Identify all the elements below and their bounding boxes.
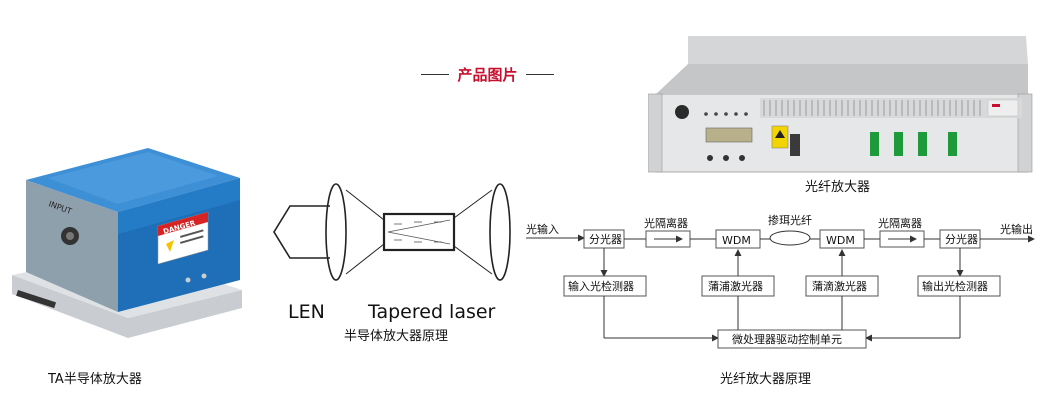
tapered-laser-label: Tapered laser <box>367 301 496 323</box>
doped-fiber-label: 掺珥光纤 <box>768 213 812 227</box>
section-title-text: 产品图片 <box>457 65 518 84</box>
fiber-principle-caption: 光纤放大器原理 <box>720 372 812 387</box>
vent-grille <box>760 98 1022 118</box>
optical-output-label: 光输出 <box>1000 222 1033 236</box>
optical-input-label: 光输入 <box>526 222 559 236</box>
output-detector-box <box>917 275 1001 297</box>
left-lens <box>325 183 347 281</box>
input-detector-label: 输入光检测器 <box>568 279 634 293</box>
doped-fiber-coil <box>769 230 811 246</box>
splitter-out-label: 分光器 <box>945 232 978 246</box>
chassis-top <box>688 36 1028 64</box>
ta-base-slot <box>16 290 57 309</box>
ta-front-face <box>26 180 118 312</box>
isolator-in-label: 光隔离器 <box>644 216 688 230</box>
semiconductor-principle-diagram: LEN Tapered laser 半导体放大器原理 <box>273 183 511 344</box>
lcd-display <box>705 127 753 143</box>
brand-logo <box>987 99 1019 117</box>
ta-amplifier-image: INPUT DANGER <box>12 148 242 338</box>
input-detector-box <box>563 275 647 297</box>
title-right-rule <box>525 73 554 75</box>
tapered-laser-chip <box>382 212 456 252</box>
semiconductor-principle-caption: 半导体放大器原理 <box>344 329 448 344</box>
controller-box <box>717 329 867 349</box>
len-label: LEN <box>288 301 325 323</box>
fiber-tip <box>273 205 330 259</box>
splitter-in-label: 分光器 <box>589 232 622 246</box>
pump-laser-1-label: 蒲浦激光器 <box>708 279 763 293</box>
output-detector-label: 输出光检测器 <box>922 279 988 293</box>
fiber-amplifier-image <box>648 36 1033 173</box>
ta-caption: TA半导体放大器 <box>48 372 142 387</box>
fiber-amplifier-caption: 光纤放大器 <box>805 180 871 195</box>
isolator-out-label: 光隔离器 <box>878 216 922 230</box>
pump-laser-2-label: 蒲滴激光器 <box>812 279 867 293</box>
key-switch-icon <box>675 105 689 119</box>
status-leds <box>704 112 748 116</box>
ta-base-plate <box>12 275 242 338</box>
fiber-ports <box>790 132 957 156</box>
wdm-1-label: WDM <box>722 234 751 247</box>
right-lens <box>489 183 511 281</box>
wdm-2-label: WDM <box>826 234 855 247</box>
panel-button <box>707 155 713 161</box>
fiber-principle-diagram: 光输入 分光器 光隔离器 WDM 掺珥光纤 WDM 光隔离器 分光器 光输出 输… <box>526 213 1035 349</box>
controller-label: 微处理器驱动控制单元 <box>732 332 842 346</box>
section-title: 产品图片 <box>405 62 570 86</box>
title-left-rule <box>421 73 450 75</box>
